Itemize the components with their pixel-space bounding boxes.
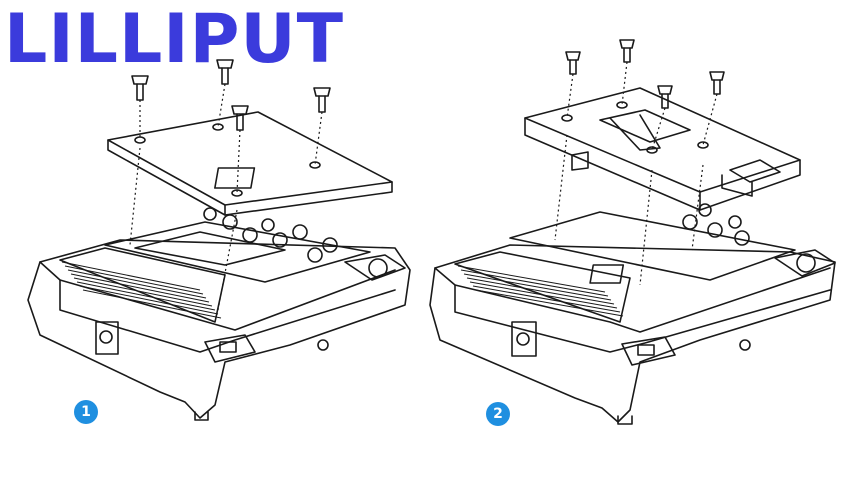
- monitor-body-1: [27, 207, 411, 421]
- step-2-illustration: [429, 39, 836, 425]
- vent-grille-2: [454, 251, 631, 323]
- step-1-badge: 1: [74, 400, 98, 424]
- step-2-badge: 2: [486, 402, 510, 426]
- lilliput-logo: LILLIPUT: [4, 0, 345, 79]
- vmount-plate-2: [524, 87, 801, 211]
- mounting-plate-1: [107, 111, 393, 216]
- monitor-body-2: [429, 203, 836, 425]
- step-1-illustration: [27, 59, 411, 421]
- vent-grille-1: [59, 247, 226, 323]
